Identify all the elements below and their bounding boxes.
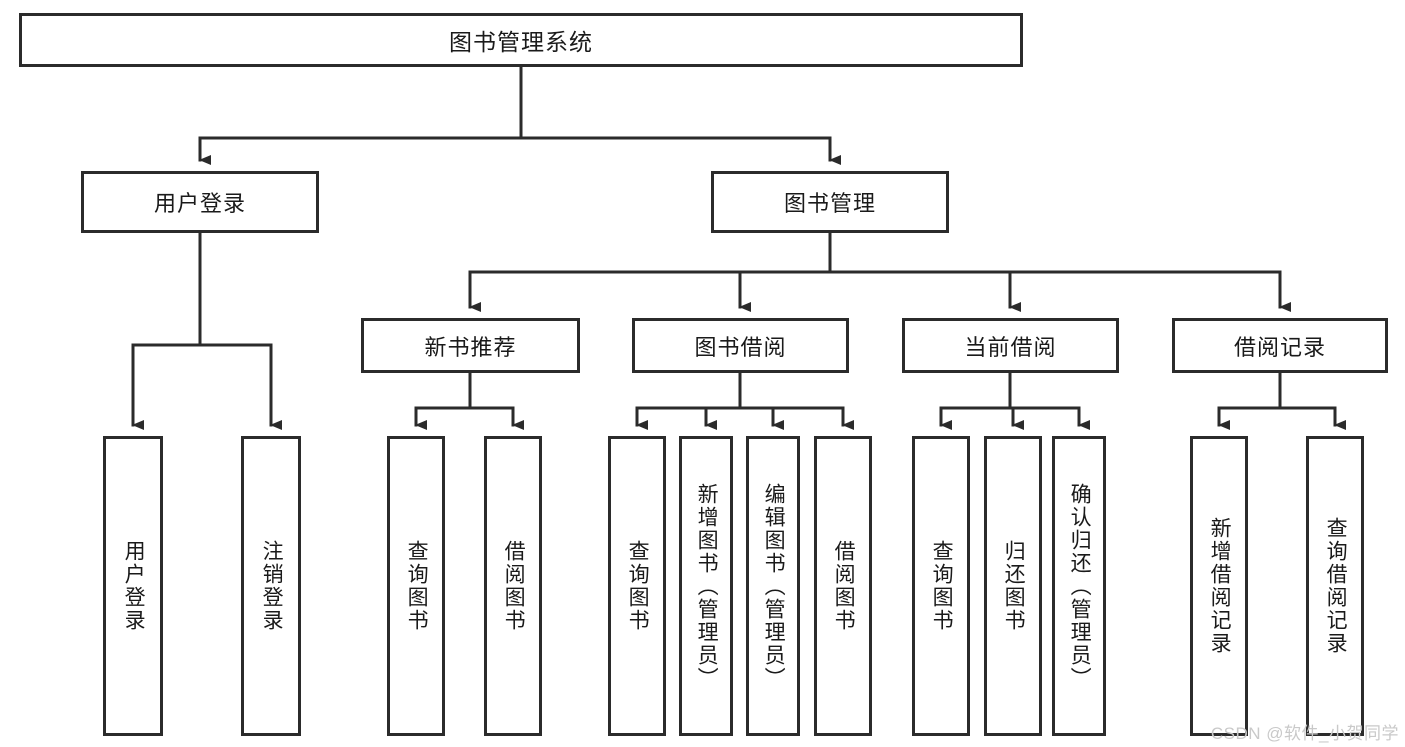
leaf-query-record[interactable]: 查询借阅记录 [1306,436,1364,736]
watermark-text: CSDN @软件_小贺同学 [1210,724,1399,743]
leaf-add-record-label: 新增借阅记录 [1208,517,1232,655]
leaf-borrow-book-1[interactable]: 借阅图书 [484,436,542,736]
node-current-borrow-label: 当前借阅 [964,334,1057,360]
leaf-query-book-2-label: 查询图书 [626,540,650,632]
leaf-confirm-return[interactable]: 确认归还（管理员） [1052,436,1106,736]
leaf-add-book-label: 新增图书（管理员） [695,482,719,690]
node-root[interactable]: 图书管理系统 [19,13,1023,67]
node-book-manage-label: 图书管理 [783,191,876,216]
node-borrow-record[interactable]: 借阅记录 [1172,318,1388,373]
leaf-add-record[interactable]: 新增借阅记录 [1190,436,1248,736]
leaf-return-book[interactable]: 归还图书 [984,436,1042,736]
leaf-borrow-book-2[interactable]: 借阅图书 [814,436,872,736]
leaf-user-logout-label: 注销登录 [260,540,284,632]
leaf-query-book-1[interactable]: 查询图书 [387,436,445,736]
leaf-query-book-3[interactable]: 查询图书 [912,436,970,736]
leaf-user-login[interactable]: 用户登录 [103,436,163,736]
leaf-query-book-2[interactable]: 查询图书 [608,436,666,736]
leaf-borrow-book-1-label: 借阅图书 [502,540,526,632]
node-new-book-rec-label: 新书推荐 [424,334,517,360]
leaf-borrow-book-2-label: 借阅图书 [832,540,856,632]
node-book-borrow[interactable]: 图书借阅 [632,318,849,373]
leaf-query-book-3-label: 查询图书 [930,540,954,632]
leaf-query-book-1-label: 查询图书 [405,540,429,632]
node-user-login[interactable]: 用户登录 [81,171,319,233]
node-root-label: 图书管理系统 [449,29,593,55]
node-borrow-record-label: 借阅记录 [1233,334,1326,360]
leaf-add-book[interactable]: 新增图书（管理员） [679,436,733,736]
node-new-book-rec[interactable]: 新书推荐 [361,318,580,373]
leaf-edit-book[interactable]: 编辑图书（管理员） [746,436,800,736]
leaf-query-record-label: 查询借阅记录 [1324,517,1348,655]
leaf-edit-book-label: 编辑图书（管理员） [762,482,786,690]
node-current-borrow[interactable]: 当前借阅 [902,318,1119,373]
node-book-borrow-label: 图书借阅 [694,334,787,360]
leaf-user-login-label: 用户登录 [122,540,146,632]
node-user-login-label: 用户登录 [153,191,246,216]
leaf-confirm-return-label: 确认归还（管理员） [1068,482,1092,690]
leaf-return-book-label: 归还图书 [1002,540,1026,632]
leaf-user-logout[interactable]: 注销登录 [241,436,301,736]
node-book-manage[interactable]: 图书管理 [711,171,949,233]
